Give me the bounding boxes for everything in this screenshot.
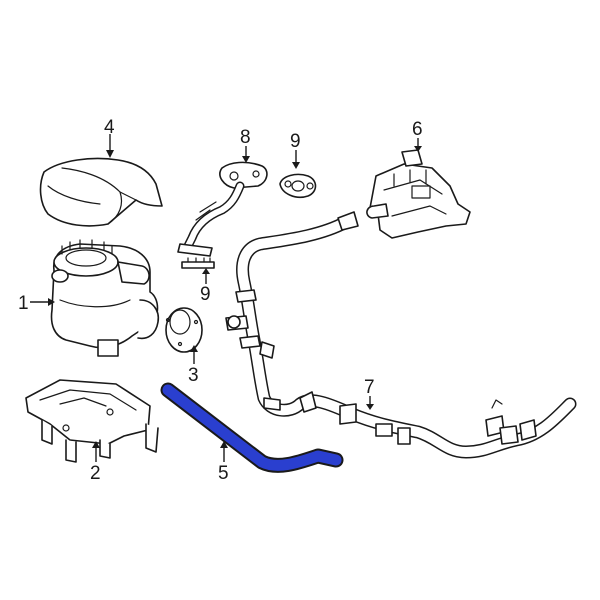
callout-6: 6 [412,119,423,140]
callout-7: 7 [364,377,375,398]
callout-4: 4 [104,117,115,138]
callout-9-upper: 9 [290,131,301,152]
hose-assembly-part[interactable] [225,211,577,459]
callout-2: 2 [90,463,101,484]
callout-8: 8 [240,127,251,148]
callout-9-lower: 9 [200,284,211,305]
pump-cover-part[interactable] [39,157,163,227]
callout-3: 3 [188,365,199,386]
callout-5: 5 [218,463,229,484]
callout-1: 1 [18,293,29,314]
air-pump-part[interactable] [50,239,160,357]
pipe-part[interactable] [177,161,268,257]
leader-lines [30,134,422,462]
hose-highlight-fill [162,384,342,471]
valve-part[interactable] [366,149,471,239]
grommet-part[interactable] [165,307,203,353]
bracket-part[interactable] [25,379,159,463]
callout-labels: 4 1 3 2 5 6 7 8 9 9 [18,117,423,484]
highlighted-hose-part[interactable] [160,382,344,473]
lower-gasket-part[interactable] [181,257,215,269]
upper-gasket-part[interactable] [279,173,317,199]
